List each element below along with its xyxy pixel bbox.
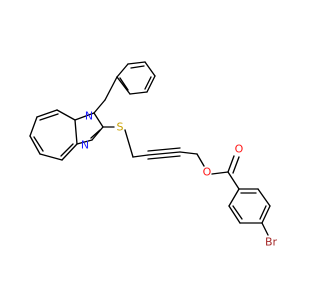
- sulfur-label: S: [117, 121, 124, 134]
- ester-oxygen-label: O: [203, 166, 212, 179]
- nitrogen-imine-label: N: [81, 139, 89, 152]
- atom-labels: N N S O O Br: [81, 110, 278, 249]
- bond-lines: [29, 61, 271, 236]
- structure-diagram: N N S O O Br: [29, 61, 278, 249]
- nitrogen-ring-label: N: [85, 110, 93, 123]
- bromine-label: Br: [265, 236, 278, 249]
- carbonyl-oxygen-label: O: [235, 143, 244, 156]
